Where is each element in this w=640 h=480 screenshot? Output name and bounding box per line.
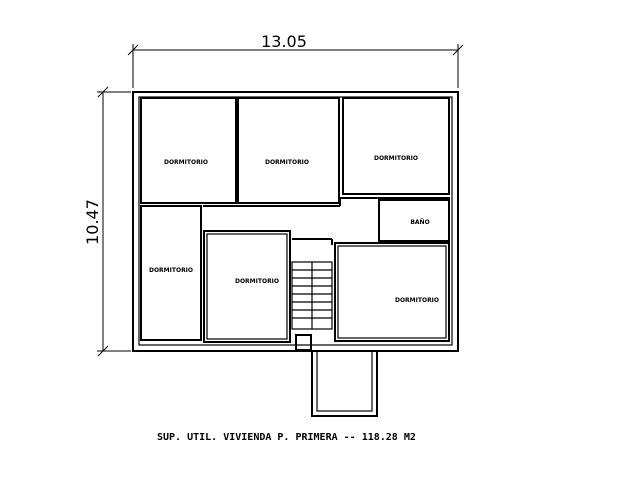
width-dimension-slash-left (127, 44, 139, 56)
shaft-square (295, 334, 312, 351)
room-inner-line (206, 233, 288, 340)
width-dimension-label: 13.05 (261, 32, 307, 51)
width-dimension: 13.05 (127, 32, 464, 88)
room-label: DORMITORIO (164, 159, 208, 166)
room-inner-line (337, 245, 447, 339)
room-outline (378, 199, 450, 242)
room-dormitorio-center: DORMITORIO (203, 230, 291, 343)
room-outline (334, 242, 450, 342)
room-dormitorio-top-middle: DORMITORIO (237, 97, 340, 204)
room-label: DORMITORIO (149, 267, 193, 274)
outer-wall-inner-line (138, 96, 453, 346)
room-label: DORMITORIO (235, 278, 279, 285)
staircase (291, 261, 333, 330)
balcony-outline (311, 350, 378, 417)
room-outline (237, 97, 340, 204)
balcony-inner-line (316, 350, 373, 412)
room-outline (342, 97, 450, 195)
room-dormitorio-left: DORMITORIO (140, 205, 202, 341)
room-outline (203, 230, 291, 343)
height-dimension: 10.47 (83, 86, 131, 357)
room-label: DORMITORIO (395, 297, 439, 304)
room-outline (140, 205, 202, 341)
balcony (311, 350, 378, 417)
room-bano: BAÑO (378, 199, 450, 242)
height-dimension-slash-top (97, 86, 109, 98)
height-dimension-slash-bottom (97, 345, 109, 357)
room-label: DORMITORIO (374, 155, 418, 162)
floor-area-caption: SUP. UTIL. VIVIENDA P. PRIMERA -- 118.28… (157, 432, 416, 443)
room-label: BAÑO (410, 219, 429, 226)
height-dimension-label: 10.47 (83, 199, 102, 245)
room-label: DORMITORIO (265, 159, 309, 166)
corridor (203, 197, 450, 245)
outer-walls (132, 91, 459, 352)
outer-wall-outline (132, 91, 459, 352)
room-dormitorio-top-right: DORMITORIO (342, 97, 450, 195)
room-dormitorio-bottom-right: DORMITORIO (334, 242, 450, 342)
room-outline (140, 97, 237, 204)
width-dimension-slash-right (452, 44, 464, 56)
room-dormitorio-top-left: DORMITORIO (140, 97, 237, 204)
